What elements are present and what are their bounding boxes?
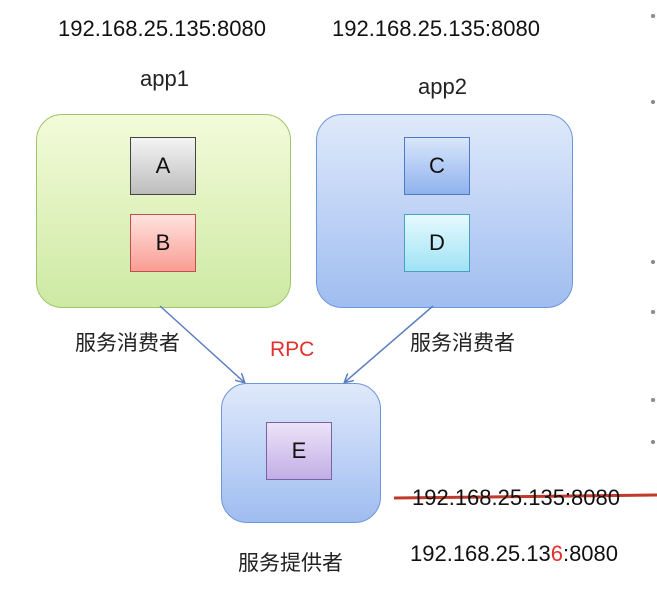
arrow-right	[345, 305, 434, 382]
node-b: B	[130, 214, 196, 272]
edge-mark	[651, 100, 655, 104]
arrow-left	[159, 305, 244, 382]
node-e: E	[266, 422, 332, 480]
edge-mark	[651, 310, 655, 314]
node-d-label: D	[429, 230, 445, 255]
app1-ip-label: 192.168.25.135:8080	[58, 16, 266, 41]
node-e-label: E	[291, 438, 307, 463]
node-d: D	[404, 214, 470, 272]
edge-mark	[651, 260, 655, 264]
app2-title: app2	[418, 74, 467, 99]
rpc-label: RPC	[270, 338, 315, 361]
node-c-label: C	[429, 153, 445, 178]
app2-container: C D	[316, 114, 573, 308]
consumer-left-label: 服务消费者	[75, 332, 180, 355]
node-a: A	[130, 137, 196, 195]
provider-container: E	[221, 383, 381, 523]
new-provider-ip: 192.168.25.136:8080	[410, 541, 618, 567]
app2-ip-label: 192.168.25.135:8080	[332, 16, 540, 41]
strike-line	[393, 493, 657, 500]
provider-label: 服务提供者	[238, 552, 343, 575]
new-provider-ip-changed-digit: 6	[550, 541, 563, 566]
old-provider-ip: 192.168.25.135:8080	[412, 485, 620, 510]
app1-container: A B	[36, 114, 291, 308]
new-provider-ip-prefix: 192.168.25.13	[410, 541, 551, 566]
consumer-right-label: 服务消费者	[410, 332, 515, 355]
edge-mark	[651, 14, 655, 18]
node-a-label: A	[155, 153, 171, 178]
node-c: C	[404, 137, 470, 195]
node-b-label: B	[155, 230, 171, 255]
edge-mark	[651, 440, 655, 444]
new-provider-ip-suffix: :8080	[562, 541, 619, 566]
app1-title: app1	[140, 66, 189, 91]
edge-mark	[651, 398, 655, 402]
